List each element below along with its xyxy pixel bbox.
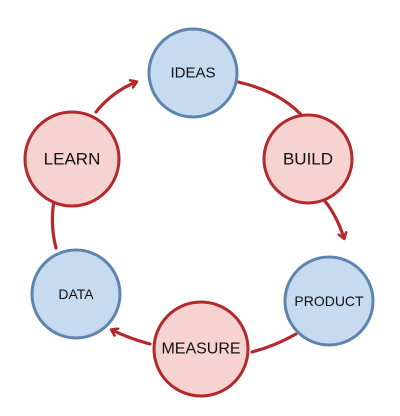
node-learn: LEARN: [23, 110, 121, 208]
node-learn-label: LEARN: [44, 150, 101, 169]
connector-ideas-to-build: [236, 80, 306, 120]
node-product-label: PRODUCT: [294, 293, 364, 309]
node-build: BUILD: [262, 113, 354, 205]
connector-measure-to-data: [112, 330, 152, 346]
node-product-circle: [283, 255, 375, 347]
node-measure-label: MEASURE: [161, 341, 240, 358]
node-ideas-label: IDEAS: [170, 65, 215, 82]
node-data-label: DATA: [58, 286, 94, 302]
node-measure-circle: [152, 300, 250, 398]
connector-build-to-product: [322, 198, 344, 238]
node-learn-circle: [23, 110, 121, 208]
connector-data-to-learn: [50, 198, 58, 250]
connector-learn-to-ideas: [94, 82, 136, 114]
node-product: PRODUCT: [283, 255, 375, 347]
node-ideas-circle: [147, 27, 239, 119]
node-data-circle: [30, 248, 122, 340]
node-ideas: IDEAS: [147, 27, 239, 119]
node-data: DATA: [30, 248, 122, 340]
node-build-circle: [262, 113, 354, 205]
connector-product-to-measure: [250, 332, 298, 354]
node-measure: MEASURE: [152, 300, 250, 398]
node-build-label: BUILD: [283, 150, 333, 169]
connectors: [50, 80, 344, 354]
